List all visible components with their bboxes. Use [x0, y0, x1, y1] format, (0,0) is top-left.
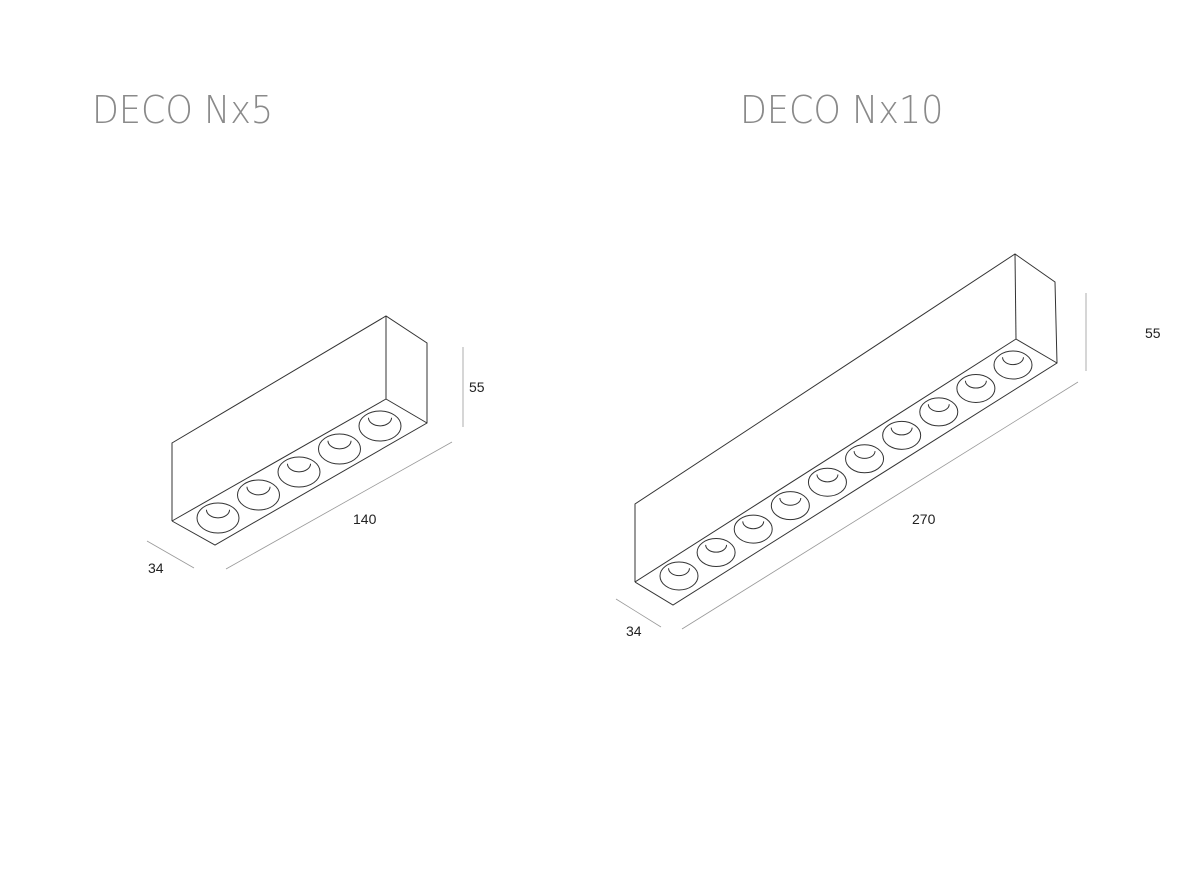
fixture-inner-edge	[1014, 253, 1017, 340]
product-title-nx10: DECO Nx10	[740, 88, 944, 132]
dimensions-nx10	[615, 293, 1087, 630]
lens-row	[659, 350, 1033, 591]
fixture-nx5	[171, 315, 428, 546]
lens-inner-arc	[1002, 357, 1024, 366]
fixture-nx10	[634, 253, 1058, 606]
height-label: 55	[1145, 325, 1161, 341]
lens-inner-arc	[779, 497, 802, 506]
lens-inner-arc	[286, 463, 312, 473]
lens-inner-arc	[853, 451, 876, 459]
lens-outer	[882, 420, 922, 450]
fixture-inner-edge	[385, 398, 428, 424]
lens-outer	[733, 514, 773, 544]
fixture-body-outline	[634, 253, 1058, 606]
length-label: 270	[912, 511, 936, 527]
lens-outer	[770, 491, 810, 521]
lens-inner-arc	[890, 427, 913, 436]
lens-inner-arc	[246, 486, 271, 496]
lens-outer	[956, 373, 996, 403]
lens-outer	[919, 397, 959, 427]
fixture-inner-edge	[1015, 338, 1058, 364]
lens-outer	[696, 538, 736, 568]
width-label: 34	[626, 623, 642, 639]
lens-outer	[659, 561, 699, 591]
lens-row	[196, 410, 402, 534]
lens-outer	[807, 467, 847, 497]
width-label: 34	[148, 560, 164, 576]
fixture-inner-edge	[634, 338, 1017, 583]
lens-inner-arc	[705, 544, 728, 553]
lens-inner-arc	[816, 474, 839, 483]
height-label: 55	[469, 379, 485, 395]
lens-inner-arc	[367, 417, 393, 427]
lens-outer	[318, 433, 361, 465]
lens-inner-arc	[927, 404, 950, 412]
length-dimension-line	[225, 441, 453, 570]
lens-inner-arc	[327, 440, 352, 450]
lens-outer	[237, 479, 280, 511]
length-dimension-line	[681, 381, 1079, 630]
lens-inner-arc	[668, 568, 690, 577]
width-dimension-line	[146, 540, 195, 569]
fixture-inner-edge	[171, 398, 387, 522]
lens-outer	[277, 456, 321, 488]
lens-inner-arc	[205, 509, 231, 519]
fixture-body-outline	[171, 315, 428, 546]
dimensions-nx5	[146, 347, 464, 570]
length-label: 140	[353, 511, 377, 527]
product-title-nx5: DECO Nx5	[92, 88, 274, 132]
lens-outer	[358, 410, 402, 442]
lens-outer	[993, 350, 1033, 380]
lens-inner-arc	[964, 380, 987, 389]
lens-outer	[196, 502, 240, 534]
width-dimension-line	[615, 598, 662, 628]
lens-inner-arc	[742, 521, 765, 530]
lens-outer	[845, 444, 885, 474]
